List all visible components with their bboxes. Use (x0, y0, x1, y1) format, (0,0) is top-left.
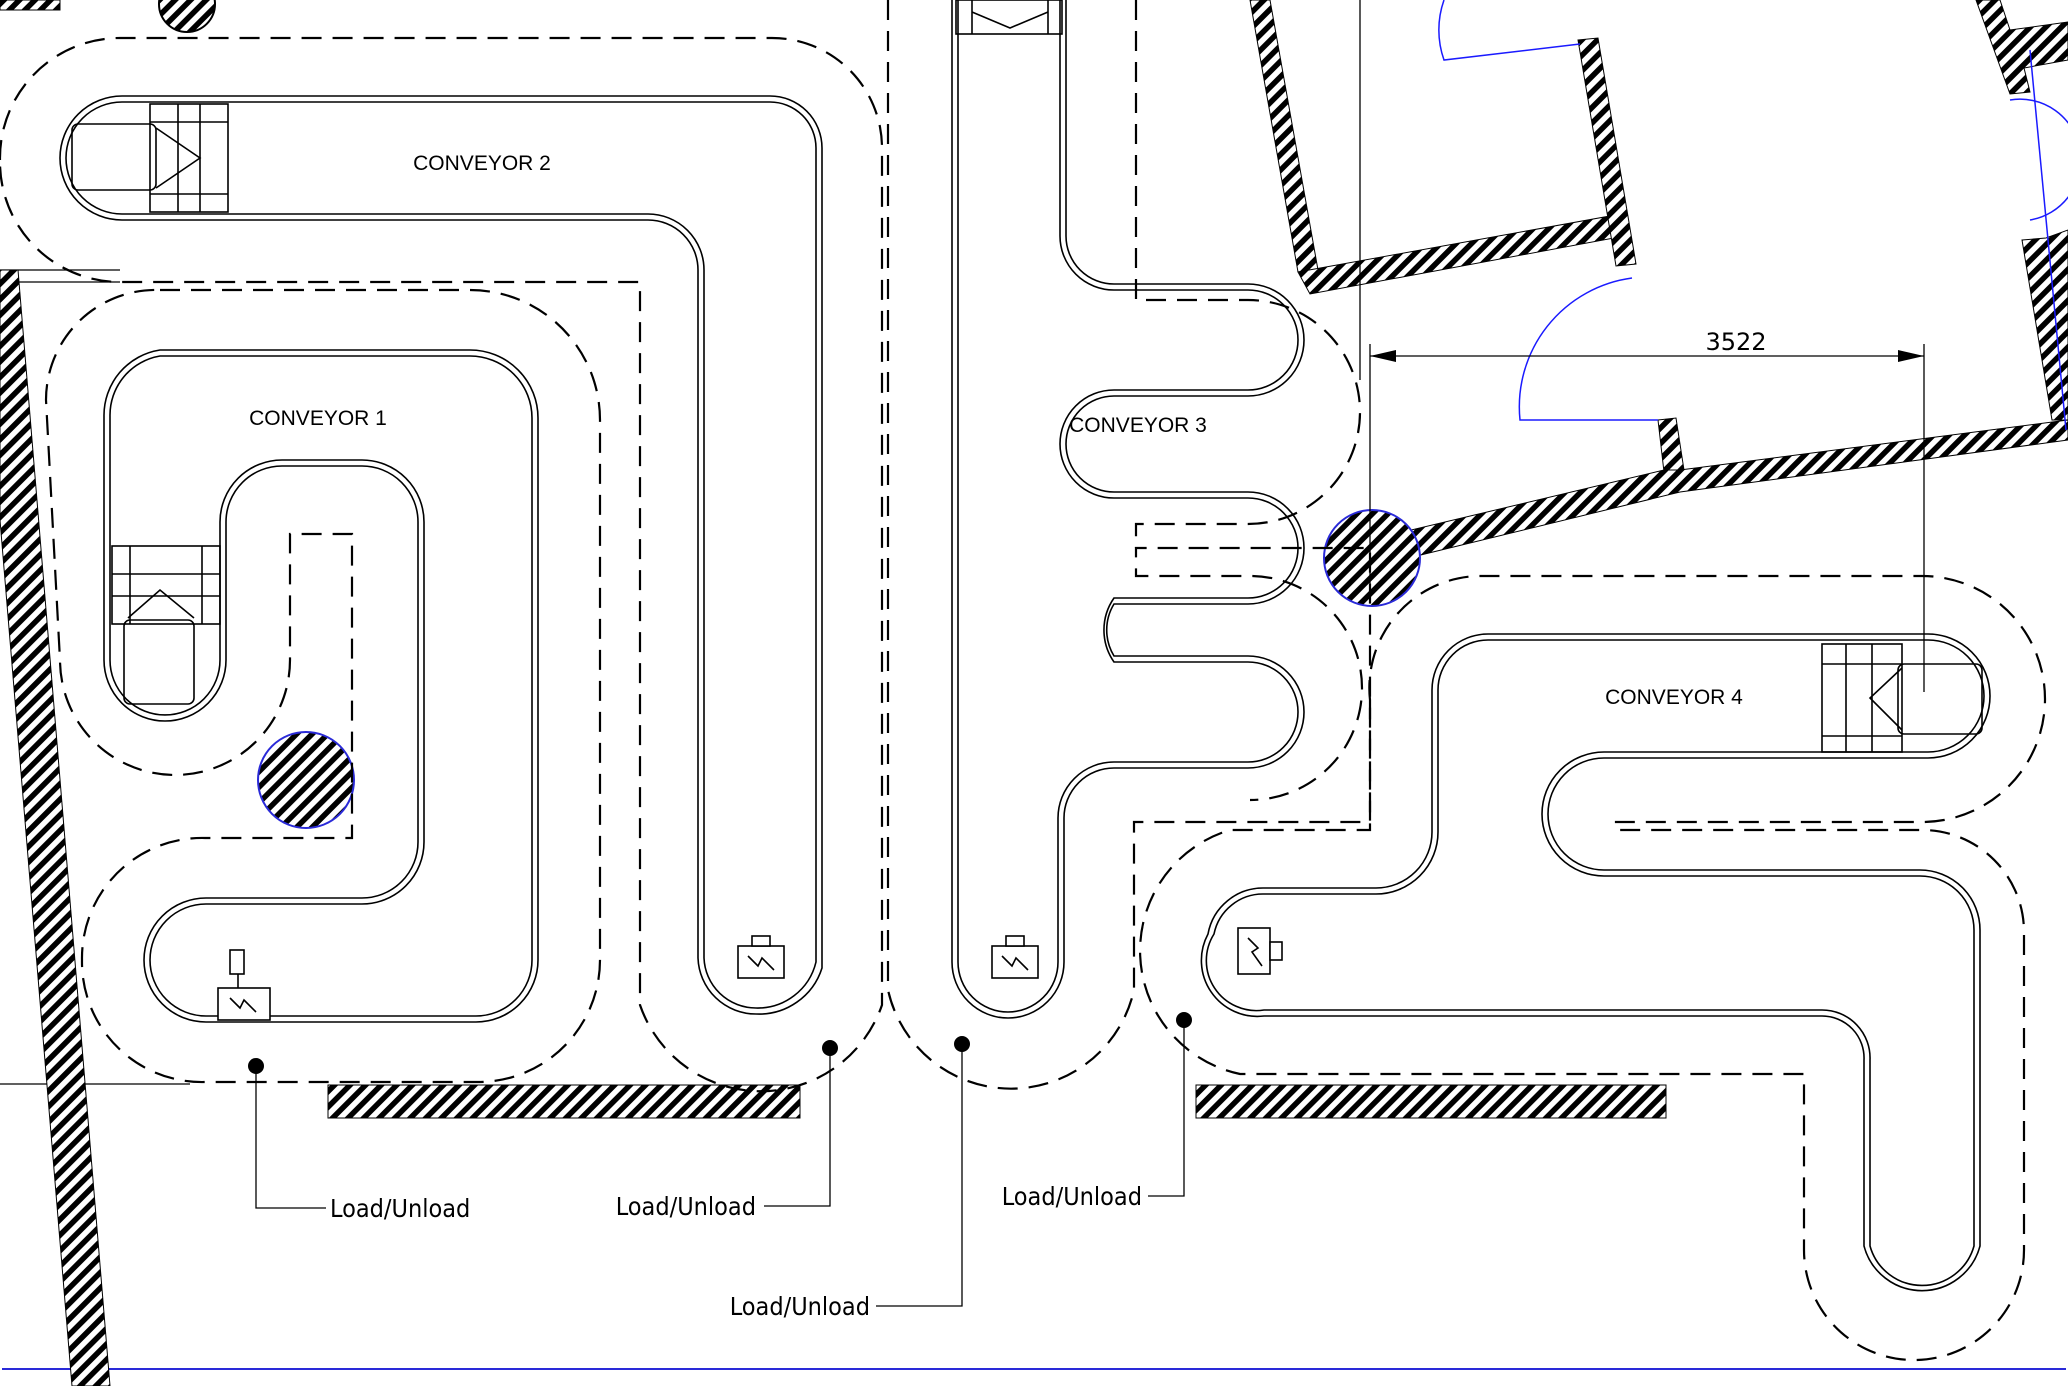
envelope-conveyor-3b (1134, 0, 1362, 548)
leader-3 (876, 1044, 963, 1307)
charger-1 (217, 949, 271, 1021)
conveyor-3-label: CONVEYOR 3 (1069, 414, 1207, 437)
charger-3 (991, 935, 1039, 979)
column-1 (257, 731, 355, 829)
leader-1 (255, 1066, 326, 1209)
door-arc-2 (1518, 277, 1658, 421)
machine-conveyor-4 (1821, 643, 1983, 753)
door-arc-3 (2009, 98, 2068, 221)
doors (1438, 0, 2068, 431)
leader-4 (1148, 1020, 1185, 1197)
envelope-conveyor-4 (1139, 574, 2047, 1362)
wall-upper-room-bottom (1297, 215, 1615, 295)
machine-conveyor-2 (71, 103, 229, 213)
load-unload-label-4: Load/Unload (1002, 1182, 1142, 1211)
track-conveyor-4 (1200, 633, 1991, 1292)
track-conveyor-1 (103, 349, 539, 1023)
bottom-border-line (2, 1368, 2066, 1370)
dimension-label: 3522 (1705, 328, 1766, 356)
track-conveyor-1-inner (109, 355, 533, 1017)
track-conveyor-2-inner (65, 101, 817, 1009)
wall-upper-room-left (1249, 0, 1319, 273)
wall-bottom-b (1195, 1084, 1667, 1119)
track-conveyor-3 (951, 0, 1305, 1019)
conveyor-4-label: CONVEYOR 4 (1605, 686, 1743, 709)
wall-right (2021, 229, 2068, 421)
wall-upper-room-right (1577, 37, 1637, 267)
leader-2 (764, 1048, 831, 1207)
door-arc-1 (1438, 0, 1581, 61)
machine-conveyor-1 (111, 545, 221, 705)
conveyor-1-label: CONVEYOR 1 (249, 407, 387, 430)
load-unload-label-3: Load/Unload (730, 1292, 870, 1321)
track-conveyor-4-inner (1205, 639, 1985, 1287)
conveyor-tracks (59, 0, 1991, 1292)
wall-door-jamb (1657, 417, 1685, 473)
track-conveyor-2 (59, 95, 823, 1015)
charging-stations (217, 927, 1283, 1021)
wall-diagonal (1385, 419, 2068, 561)
envelope-conveyor-1 (44, 288, 602, 1084)
machine-conveyor-3 (955, 0, 1063, 35)
machines (71, 0, 1983, 753)
wall-left (0, 269, 111, 1386)
track-conveyor-3-inner (957, 0, 1299, 1013)
dimension-line: 3522 (1369, 328, 1925, 692)
wall-bottom-a (327, 1084, 801, 1119)
conveyor-2-label: CONVEYOR 2 (413, 152, 551, 175)
charger-2 (737, 935, 785, 979)
envelope-conveyor-2 (0, 36, 884, 1093)
load-unload-label-1: Load/Unload (330, 1194, 470, 1223)
wall-top-left (0, 0, 61, 11)
column-top (158, 0, 216, 33)
door-edge (2029, 49, 2067, 431)
load-unload-markers (248, 1012, 1192, 1307)
wall-top-right (1975, 0, 2068, 95)
load-unload-label-2: Load/Unload (616, 1192, 756, 1221)
safety-envelopes (0, 0, 2047, 1362)
charger-4 (1237, 927, 1283, 975)
column-2 (1323, 509, 1421, 607)
